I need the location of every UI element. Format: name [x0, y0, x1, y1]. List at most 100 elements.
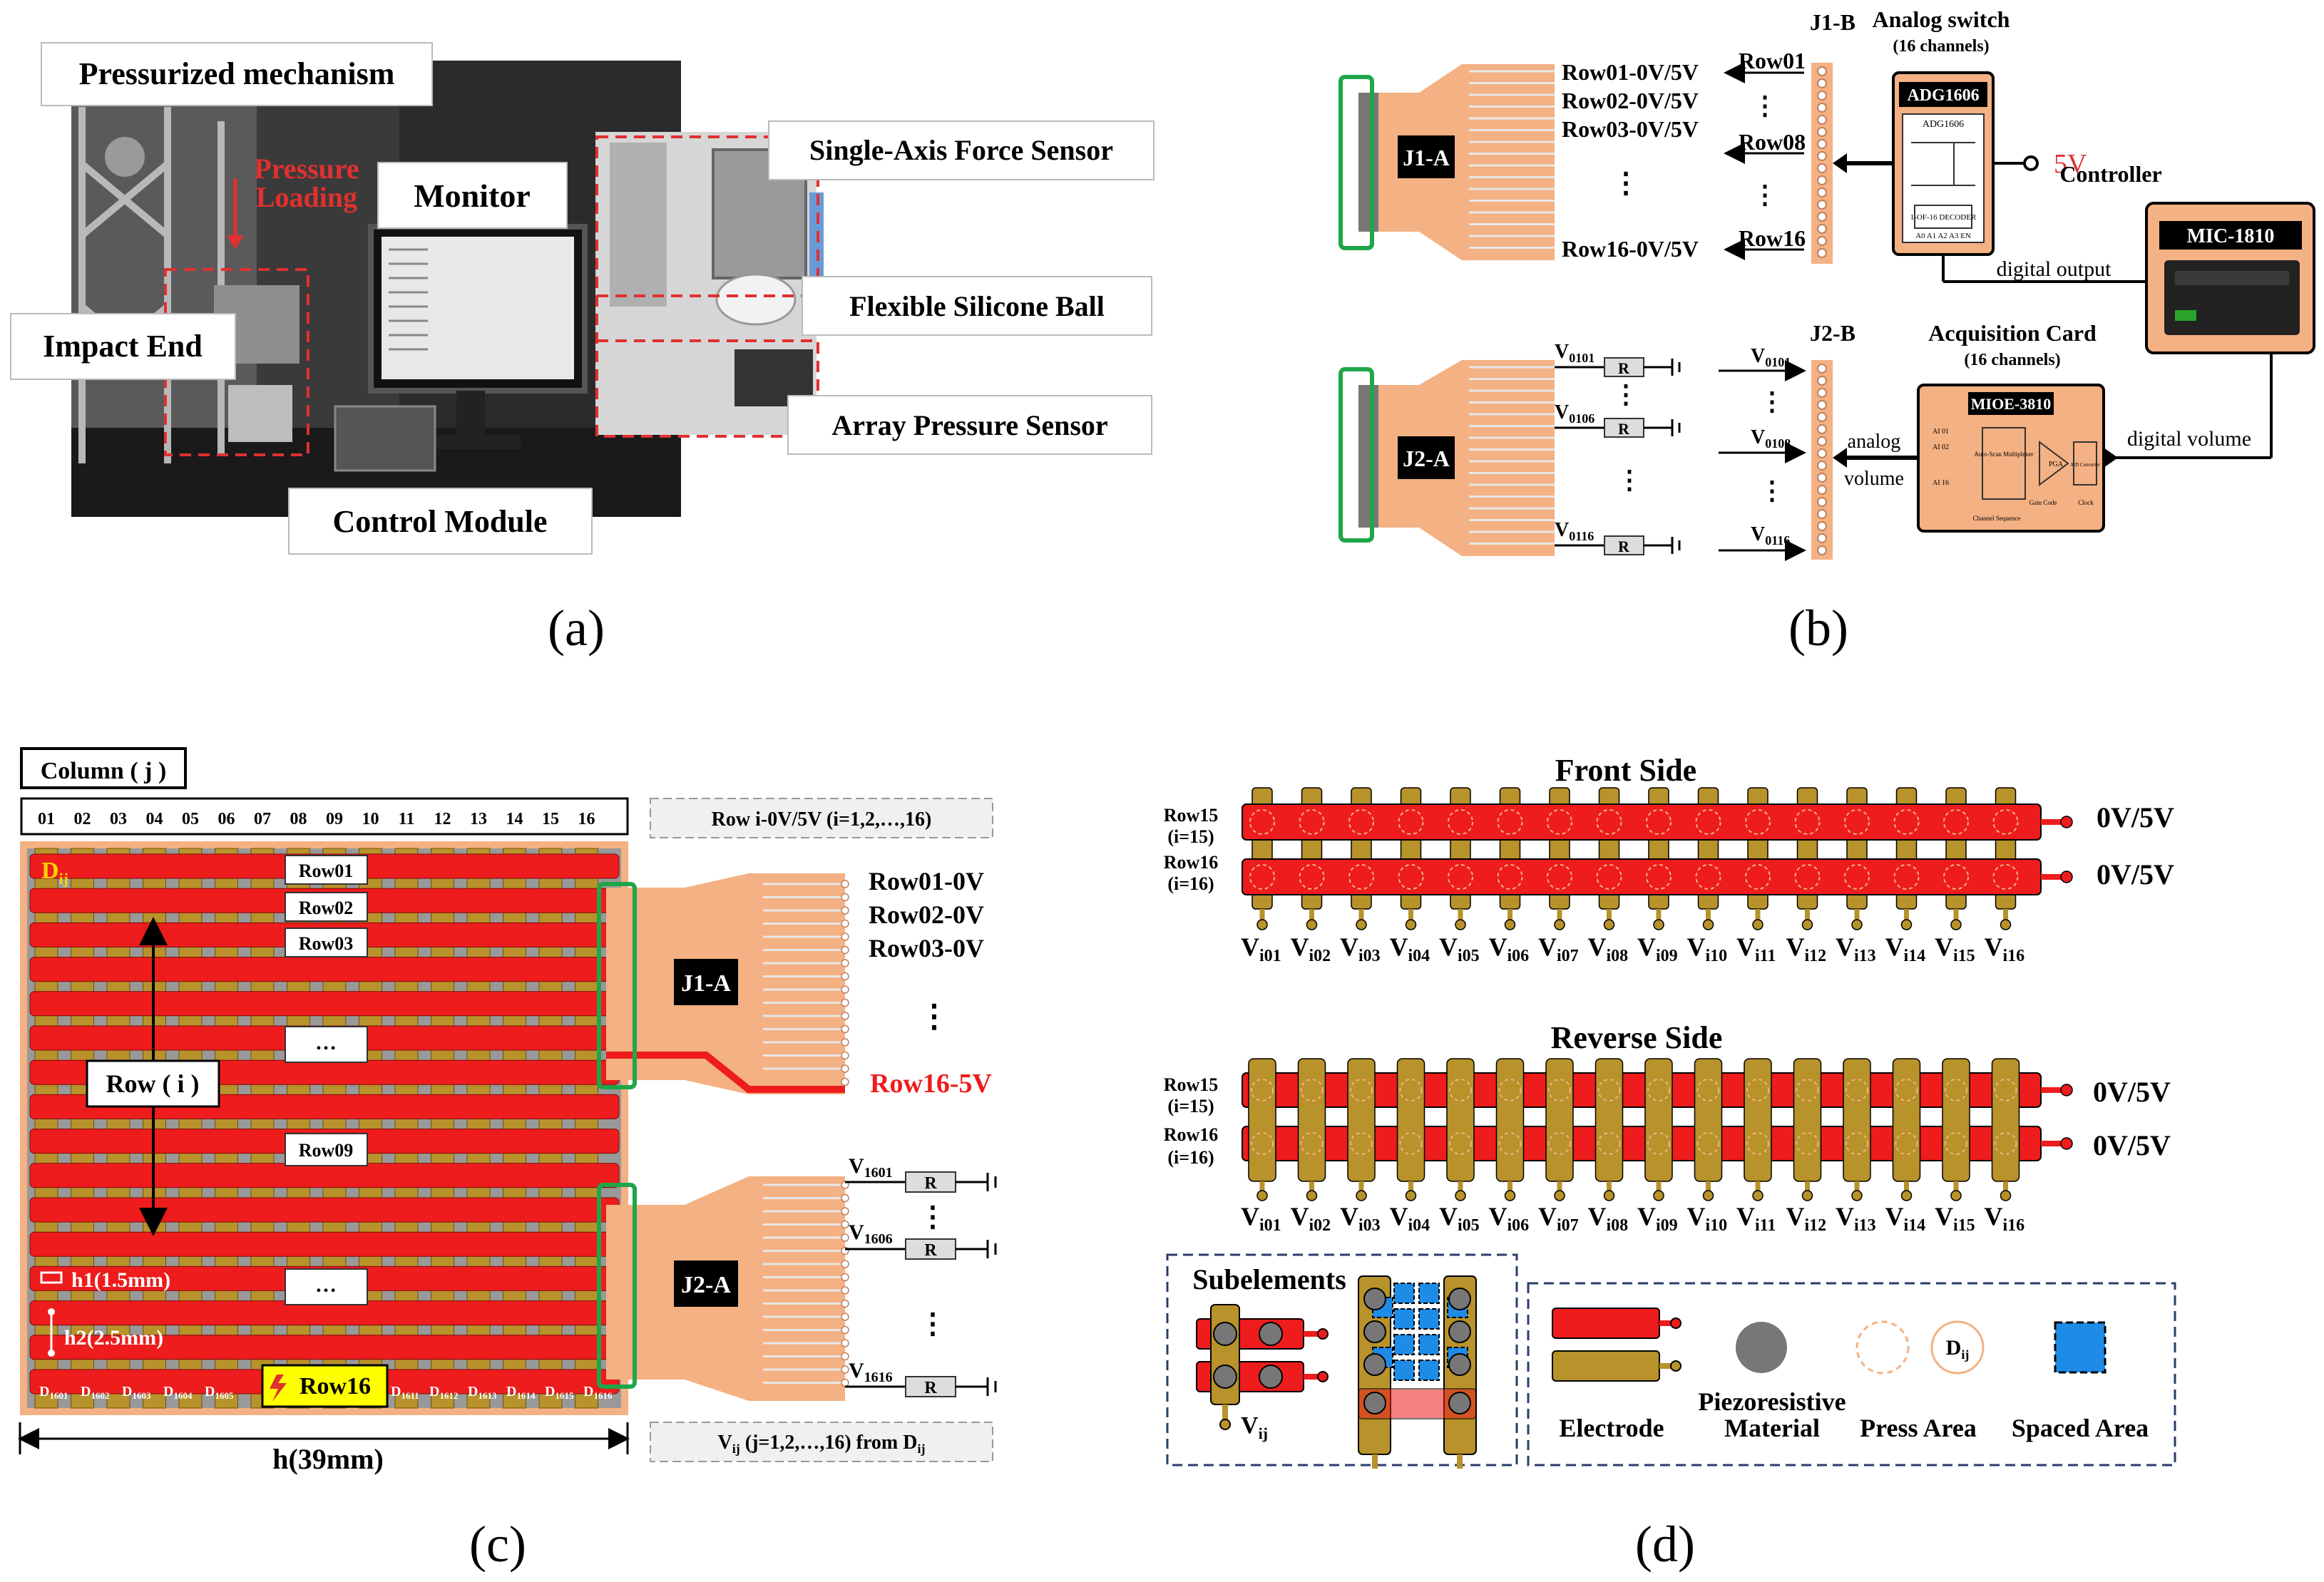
column-index-label: 11 — [399, 810, 415, 828]
column-voltage-label: Vi13 — [1836, 933, 1876, 965]
j1a-green-frame — [1338, 75, 1374, 250]
svg-text:R: R — [924, 1379, 937, 1397]
column-voltage-label: Vi05 — [1439, 1202, 1480, 1235]
press-area — [1992, 809, 2019, 835]
flex-pin — [841, 1339, 849, 1347]
flex-pin — [841, 919, 849, 928]
column-voltage-label: Vi09 — [1637, 1202, 1678, 1235]
header-pin — [1817, 139, 1827, 149]
press-area — [1399, 1132, 1423, 1155]
press-area — [1895, 1132, 1918, 1155]
j2b-arrows — [1719, 360, 1806, 561]
column-voltage-label: Vi06 — [1489, 1202, 1530, 1235]
j2a-v0116: V0116 — [1555, 519, 1594, 543]
column-voltage-label: Vi08 — [1588, 1202, 1629, 1235]
press-area — [1350, 1079, 1373, 1101]
j2a-v0101: V0101 — [1555, 341, 1594, 365]
column-electrode — [1446, 1058, 1475, 1182]
header-pin — [1817, 103, 1827, 113]
column-index-label: 12 — [434, 810, 451, 828]
svg-text:Control Module: Control Module — [332, 504, 547, 539]
c-j2a-label: J2-A — [681, 1272, 731, 1298]
column-electrode — [1892, 1058, 1921, 1182]
header-pin — [1817, 533, 1827, 543]
row-i-box — [86, 1059, 220, 1108]
column-voltage-label: Vi02 — [1291, 933, 1331, 965]
svg-text:⋮: ⋮ — [1759, 387, 1785, 416]
press-area — [1893, 864, 1920, 890]
press-area — [1646, 809, 1672, 835]
svg-text:Piezoresistive: Piezoresistive — [1698, 1387, 1846, 1416]
press-area — [1647, 1079, 1670, 1101]
front-row15-i: (i=15) — [1167, 826, 1214, 847]
press-area — [1547, 809, 1572, 835]
column-pad — [1752, 919, 1764, 930]
press-area — [1449, 1132, 1472, 1155]
mioe-label: MIOE-3810 — [1971, 395, 2051, 413]
adg-label: ADG1606 — [1907, 86, 1979, 105]
row-electrode — [29, 1163, 620, 1188]
header-pin — [1817, 485, 1827, 495]
header-pin — [1817, 412, 1827, 422]
label-pressurized: Pressurized mechanism — [41, 42, 433, 106]
column-electrode — [1942, 1058, 1970, 1182]
digital-volume-label: digital volume — [2127, 427, 2251, 451]
reverse-side-title: Reverse Side — [1551, 1020, 1723, 1055]
header-pin — [1817, 448, 1827, 458]
svg-text:Press Area: Press Area — [1860, 1414, 1977, 1442]
press-area — [1348, 809, 1374, 835]
flex-pin — [841, 1207, 849, 1216]
column-pad — [1653, 919, 1664, 930]
column-electrode — [1297, 1058, 1326, 1182]
column-voltage-label: Vi11 — [1736, 933, 1776, 965]
row-pad — [2060, 1137, 2073, 1150]
press-area — [1647, 1132, 1670, 1155]
column-electrode — [1644, 1058, 1673, 1182]
subelements-title: Subelements — [1192, 1263, 1346, 1295]
caption-c: (c) — [469, 1516, 526, 1573]
press-area — [1597, 1132, 1621, 1155]
column-pad — [1801, 1190, 1813, 1201]
press-area — [1646, 864, 1672, 890]
column-pad — [1851, 1190, 1863, 1201]
svg-text:Gain Code: Gain Code — [2029, 499, 2057, 506]
column-voltage-label: Vi16 — [1985, 933, 2025, 965]
label-pressure: Pressure — [254, 153, 359, 185]
press-area — [1844, 809, 1870, 835]
header-pin — [1817, 364, 1827, 374]
column-pad — [1554, 1190, 1565, 1201]
column-pad — [1950, 919, 1962, 930]
svg-text:⋮: ⋮ — [1752, 180, 1778, 209]
c-row02-0v: Row02-0V — [869, 900, 984, 929]
column-pad — [1405, 1190, 1417, 1201]
j2a-label: J2-A — [1403, 446, 1450, 471]
subelement-front-sample: Vij — [1196, 1304, 1329, 1442]
legend-press-area: Dij Press Area — [1855, 1320, 1985, 1442]
c-j2-resistors: R R R — [845, 1171, 997, 1397]
column-pad — [1900, 1190, 1913, 1201]
svg-text:1-OF-16 DECODER: 1-OF-16 DECODER — [1910, 213, 1977, 222]
column-pad — [1801, 919, 1813, 930]
column-voltage-label: Vi06 — [1489, 933, 1530, 965]
flex-pin — [841, 933, 849, 941]
svg-text:R: R — [1618, 359, 1630, 377]
front-side-title: Front Side — [1555, 753, 1696, 788]
header-pin — [1817, 91, 1827, 101]
svg-text:Spaced Area: Spaced Area — [2012, 1414, 2149, 1442]
analog-switch-title: Analog switch — [1873, 6, 2010, 32]
column-index-label: 03 — [110, 810, 127, 828]
j2a-green-frame — [1338, 367, 1374, 543]
press-area — [1448, 864, 1473, 890]
column-index-label: 13 — [470, 810, 487, 828]
column-pad — [1950, 1190, 1962, 1201]
press-area — [1497, 809, 1523, 835]
flex-pin — [841, 1273, 849, 1282]
svg-text:…: … — [315, 1273, 337, 1297]
analog-switch-sub: (16 channels) — [1893, 37, 1989, 56]
press-area — [1498, 1079, 1522, 1101]
c-row01-0v: Row01-0V — [869, 867, 984, 895]
column-voltage-label: Vi11 — [1736, 1202, 1776, 1235]
flex-pin — [841, 906, 849, 915]
svg-text:⋮: ⋮ — [918, 999, 950, 1034]
